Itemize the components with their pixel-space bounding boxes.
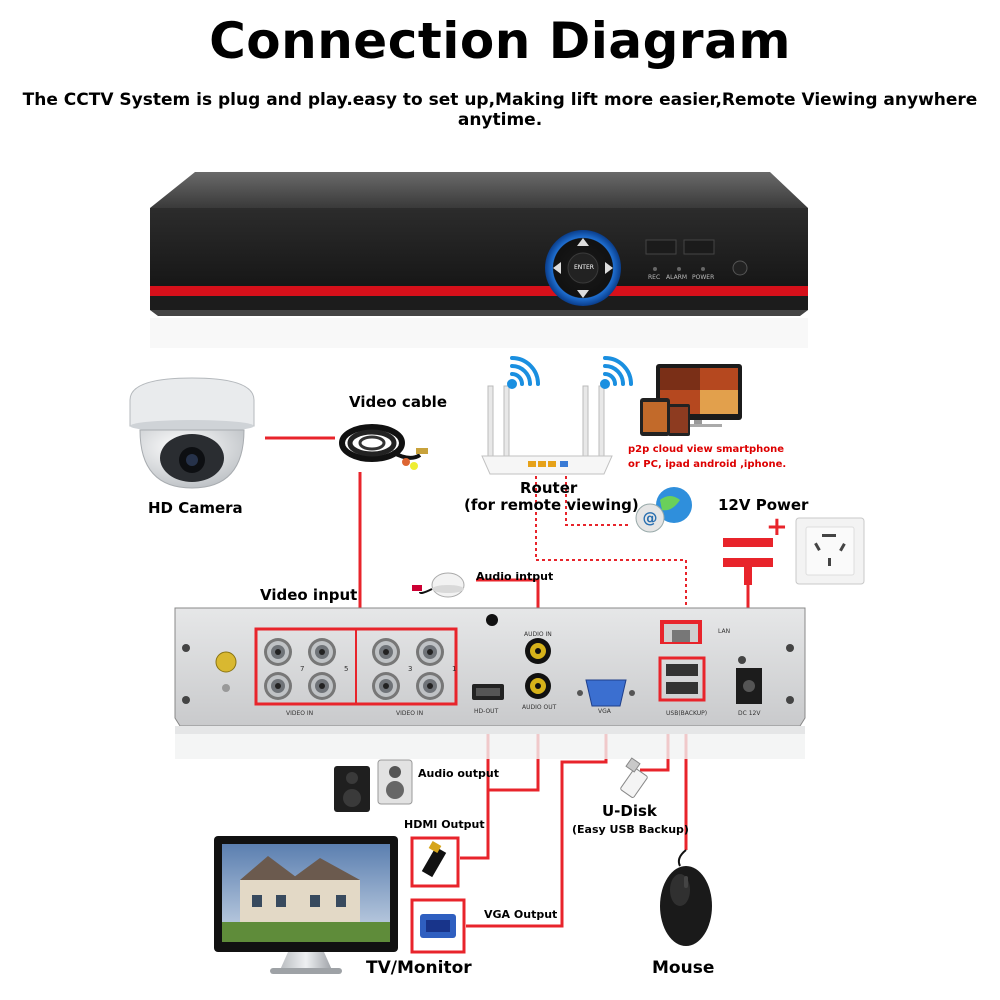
hd-camera bbox=[129, 377, 255, 489]
vga-output-label: VGA Output bbox=[484, 908, 558, 921]
remote-devices bbox=[640, 364, 742, 436]
video-cable-coil bbox=[339, 424, 428, 470]
p2p-line-1: p2p cloud view smartphone bbox=[628, 444, 785, 455]
bnc-connector bbox=[372, 672, 400, 700]
power-indicator-label: POWER bbox=[692, 274, 715, 281]
video-cable-label: Video cable bbox=[349, 393, 447, 411]
bnc-channel-number: 5 bbox=[344, 665, 348, 673]
power-outlet bbox=[795, 517, 865, 585]
hdmi-output-label: HDMI Output bbox=[404, 818, 485, 831]
dvr-rear-panel bbox=[174, 607, 806, 759]
bnc-channel-number: 3 bbox=[408, 665, 412, 673]
audio-input-label: Audio intput bbox=[476, 570, 554, 583]
video-input-label: Video input bbox=[260, 586, 358, 604]
hd-camera-label: HD Camera bbox=[148, 499, 243, 517]
wifi-icon bbox=[507, 356, 540, 389]
bnc-connector bbox=[264, 638, 292, 666]
bnc-channel-number: 7 bbox=[300, 665, 304, 673]
page-subtitle: The CCTV System is plug and play.easy to… bbox=[22, 90, 978, 130]
bnc-connector bbox=[308, 672, 336, 700]
router bbox=[481, 356, 633, 475]
usb-port-label: USB(BACKUP) bbox=[666, 710, 708, 717]
video-in-label-1: VIDEO IN bbox=[286, 710, 314, 717]
dc-port-label: DC 12V bbox=[738, 710, 761, 717]
bnc-connector bbox=[416, 638, 444, 666]
udisk-icon bbox=[620, 757, 648, 798]
audio-in-port-label: AUDIO IN bbox=[524, 631, 552, 638]
wifi-icon bbox=[600, 356, 633, 389]
lan-port-label: LAN bbox=[718, 628, 731, 635]
vga-port-label: VGA bbox=[598, 708, 611, 715]
hdmi-connector-icon bbox=[410, 836, 460, 888]
bnc-connector bbox=[372, 638, 400, 666]
vga-connector-icon bbox=[410, 898, 466, 954]
video-in-label-2: VIDEO IN bbox=[396, 710, 424, 717]
page-title: Connection Diagram bbox=[209, 12, 791, 70]
p2p-line-2: or PC, ipad android ,iphone. bbox=[628, 459, 787, 470]
audio-output-label: Audio output bbox=[418, 767, 499, 780]
bnc-connector bbox=[264, 672, 292, 700]
globe-email-icon: @ bbox=[635, 487, 692, 533]
audio-mic bbox=[412, 572, 465, 598]
bnc-connector bbox=[308, 638, 336, 666]
enter-button-label: ENTER bbox=[574, 264, 594, 271]
hdmi-port-label: HD-OUT bbox=[474, 708, 499, 715]
mouse-icon bbox=[660, 849, 712, 946]
rec-indicator-label: REC bbox=[648, 274, 661, 281]
alarm-indicator-label: ALARM bbox=[666, 274, 688, 281]
router-label: Router bbox=[520, 479, 578, 497]
router-note: (for remote viewing) bbox=[464, 496, 639, 514]
monitor-label: TV/Monitor bbox=[366, 958, 472, 978]
mouse-label: Mouse bbox=[652, 958, 715, 978]
speakers bbox=[334, 759, 413, 812]
power-symbol bbox=[723, 538, 773, 585]
dvr-front bbox=[150, 172, 808, 348]
power-plus-sign: + bbox=[766, 512, 788, 542]
svg-text:@: @ bbox=[643, 509, 658, 527]
udisk-note: (Easy USB Backup) bbox=[572, 823, 689, 836]
bnc-channel-number: 1 bbox=[452, 665, 456, 673]
bnc-connector bbox=[416, 672, 444, 700]
audio-out-port-label: AUDIO OUT bbox=[522, 704, 557, 711]
tv-monitor bbox=[214, 836, 398, 974]
udisk-label: U-Disk bbox=[602, 802, 657, 820]
power-label: 12V Power bbox=[718, 496, 809, 514]
